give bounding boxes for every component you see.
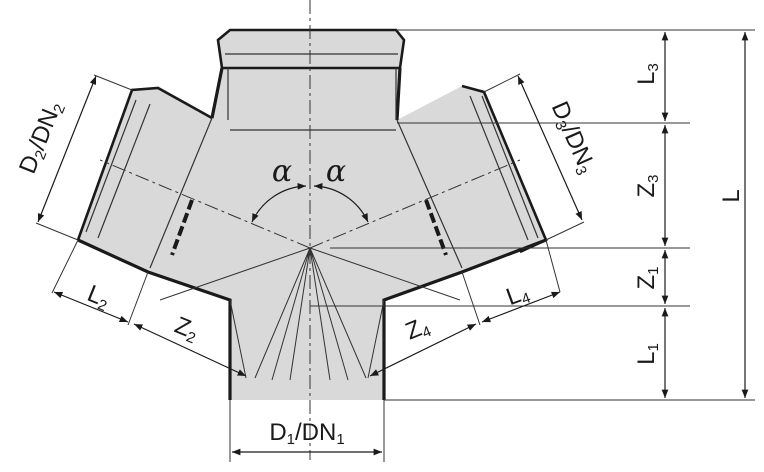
seal-mark-right	[424, 199, 448, 256]
label-z3: Z3	[633, 174, 662, 198]
dimension-lines	[35, 29, 755, 462]
seal-mark-left	[170, 199, 194, 256]
body-contour	[77, 67, 547, 400]
dimension-arrows	[37, 32, 749, 456]
fitting-body	[76, 28, 548, 400]
alpha-arcs	[251, 182, 369, 223]
socket-rims	[76, 28, 548, 254]
label-l3: L3	[633, 63, 662, 85]
body-silhouette	[78, 30, 546, 400]
center-lines	[99, 0, 521, 460]
label-d1-dn1: D1/DN1	[269, 419, 345, 448]
label-alpha-left: α	[271, 154, 293, 189]
label-z1: Z1	[633, 266, 662, 290]
label-l1: L1	[633, 343, 662, 365]
label-l: L	[718, 189, 745, 203]
label-alpha-right: α	[325, 154, 347, 189]
